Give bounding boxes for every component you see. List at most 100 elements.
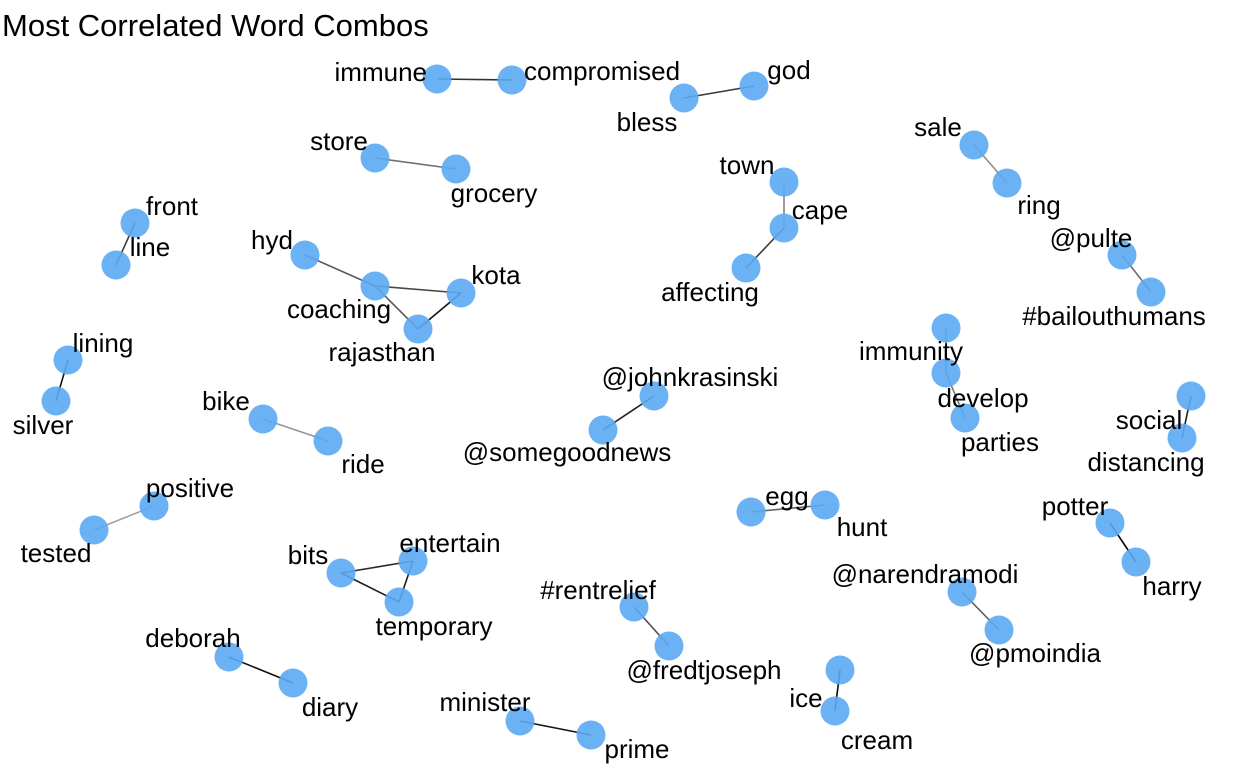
node-fredtjoseph — [654, 631, 684, 661]
node-label-deborah: deborah — [145, 623, 240, 653]
node-label-positive: positive — [146, 473, 234, 503]
node-temporary — [384, 587, 414, 617]
node-kota — [446, 278, 476, 308]
node-label-pmoindia: @pmoindia — [969, 638, 1101, 668]
chart-title: Most Correlated Word Combos — [2, 8, 429, 43]
node-label-egg: egg — [765, 481, 808, 511]
node-label-ride: ride — [341, 449, 384, 479]
node-bike — [248, 404, 278, 434]
node-hunt — [810, 490, 840, 520]
node-lining — [53, 345, 83, 375]
node-compromised — [497, 65, 527, 95]
node-label-rajasthan: rajasthan — [329, 337, 436, 367]
node-affecting — [731, 253, 761, 283]
node-potter — [1095, 508, 1125, 538]
node-label-affecting: affecting — [661, 277, 759, 307]
node-label-harry: harry — [1142, 571, 1201, 601]
node-somegoodnews — [588, 415, 618, 445]
node-label-somegoodnews: @somegoodnews — [463, 437, 672, 467]
node-label-social: social — [1116, 405, 1182, 435]
node-label-town: town — [720, 150, 775, 180]
node-rajasthan — [403, 314, 433, 344]
node-label-coaching: coaching — [287, 294, 391, 324]
node-grocery — [441, 154, 471, 184]
node-label-temporary: temporary — [375, 611, 492, 641]
node-label-pulte: @pulte — [1050, 223, 1133, 253]
node-label-immunity: immunity — [859, 336, 963, 366]
node-immune — [422, 64, 452, 94]
node-prime — [576, 720, 606, 750]
node-johnkrasinski — [639, 381, 669, 411]
node-label-bailouthumans: #bailouthumans — [1022, 301, 1206, 331]
node-label-lining: lining — [73, 328, 134, 358]
node-front — [120, 208, 150, 238]
node-label-store: store — [310, 126, 368, 156]
node-label-line: line — [130, 232, 170, 262]
node-develop — [931, 358, 961, 388]
node-label-rentrelief: #rentrelief — [540, 575, 656, 605]
node-harry — [1121, 547, 1151, 577]
node-label-grocery: grocery — [451, 178, 538, 208]
node-label-ice: ice — [789, 683, 822, 713]
node-label-entertain: entertain — [399, 528, 500, 558]
node-coaching — [360, 271, 390, 301]
node-silver — [41, 386, 71, 416]
node-tested — [79, 515, 109, 545]
node-label-narendramodi: @narendramodi — [832, 559, 1019, 589]
node-label-develop: develop — [937, 383, 1028, 413]
node-label-immune: immune — [335, 57, 427, 87]
node-bless — [669, 83, 699, 113]
node-label-parties: parties — [961, 427, 1039, 457]
node-label-cream: cream — [841, 725, 913, 755]
node-label-silver: silver — [13, 410, 74, 440]
node-label-bits: bits — [288, 540, 328, 570]
node-bailouthumans — [1136, 277, 1166, 307]
node-label-kota: kota — [471, 260, 521, 290]
node-label-distancing: distancing — [1087, 447, 1204, 477]
node-ring — [992, 168, 1022, 198]
node-label-minister: minister — [439, 687, 530, 717]
node-label-fredtjoseph: @fredtjoseph — [626, 655, 781, 685]
node-label-tested: tested — [21, 538, 92, 568]
node-label-front: front — [146, 191, 199, 221]
node-immunity — [931, 313, 961, 343]
node-label-bike: bike — [202, 386, 250, 416]
node-god — [739, 71, 769, 101]
node-pmoindia — [984, 615, 1014, 645]
node-hyd — [290, 240, 320, 270]
node-line — [101, 250, 131, 280]
node-ice — [825, 655, 855, 685]
node-diary — [278, 668, 308, 698]
node-social — [1176, 381, 1206, 411]
node-label-ring: ring — [1017, 190, 1060, 220]
node-label-hunt: hunt — [837, 512, 888, 542]
nodes-layer — [41, 64, 1206, 750]
node-store — [360, 143, 390, 173]
node-distancing — [1167, 423, 1197, 453]
node-label-prime: prime — [604, 734, 669, 764]
node-label-hyd: hyd — [251, 225, 293, 255]
node-cream — [820, 696, 850, 726]
node-parties — [950, 403, 980, 433]
node-cape — [769, 213, 799, 243]
node-narendramodi — [947, 577, 977, 607]
node-bits — [326, 558, 356, 588]
node-positive — [139, 491, 169, 521]
node-sale — [959, 130, 989, 160]
node-pulte — [1107, 240, 1137, 270]
node-egg — [736, 497, 766, 527]
node-ride — [313, 426, 343, 456]
node-deborah — [214, 642, 244, 672]
node-label-sale: sale — [914, 112, 962, 142]
node-label-potter: potter — [1042, 491, 1109, 521]
node-minister — [505, 706, 535, 736]
node-label-bless: bless — [617, 107, 678, 137]
node-town — [769, 167, 799, 197]
node-label-god: god — [767, 55, 810, 85]
node-label-cape: cape — [792, 195, 848, 225]
node-rentrelief — [619, 592, 649, 622]
node-label-johnkrasinski: @johnkrasinski — [602, 362, 779, 392]
node-entertain — [398, 546, 428, 576]
